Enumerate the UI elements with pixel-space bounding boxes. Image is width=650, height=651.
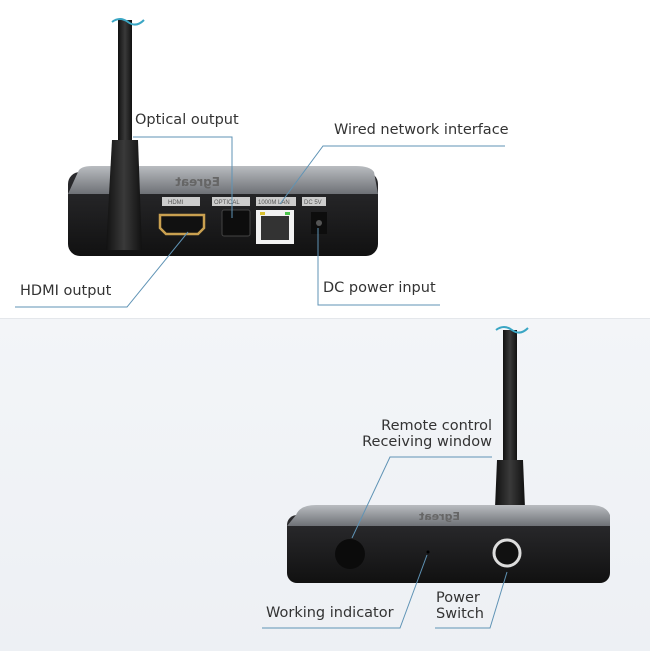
label-line: Power bbox=[436, 590, 480, 606]
remote-receiver-window bbox=[335, 539, 365, 569]
power-switch[interactable] bbox=[492, 538, 522, 568]
signal-wave-icon bbox=[111, 18, 145, 26]
port-marking-hdmi: HDMI bbox=[168, 200, 184, 206]
label-line: Receiving window bbox=[362, 434, 492, 450]
label-power-switch: Power Switch bbox=[436, 590, 484, 622]
label-hdmi-output: HDMI output bbox=[20, 283, 112, 299]
leader-lines-rear bbox=[15, 136, 505, 308]
label-wired-network-interface: Wired network interface bbox=[334, 122, 509, 138]
rear-device: Egreat HDMI OPTICAL 1000M LAN DC 5V bbox=[68, 18, 378, 256]
optical-port bbox=[221, 209, 251, 237]
rear-view-panel bbox=[0, 0, 650, 318]
label-working-indicator: Working indicator bbox=[266, 605, 394, 621]
label-line: Remote control bbox=[381, 418, 492, 434]
port-marking-lan: 1000M LAN bbox=[258, 200, 290, 206]
leader-lines-front bbox=[262, 456, 508, 629]
signal-wave-icon bbox=[495, 326, 529, 334]
front-view-panel bbox=[0, 318, 650, 651]
port-marking-dc: DC 5V bbox=[304, 200, 322, 206]
brand-logo: Egreat bbox=[175, 175, 220, 189]
port-marking-optical: OPTICAL bbox=[214, 200, 240, 206]
label-dc-power-input: DC power input bbox=[323, 280, 436, 296]
front-device: Egreat bbox=[287, 326, 610, 583]
label-remote-control-window: Remote control Receiving window bbox=[362, 418, 492, 450]
antenna bbox=[495, 326, 529, 508]
hdmi-port bbox=[158, 213, 206, 236]
antenna bbox=[106, 18, 145, 250]
label-optical-output: Optical output bbox=[135, 112, 239, 128]
label-line: Switch bbox=[436, 606, 484, 622]
working-indicator-led bbox=[426, 550, 430, 554]
brand-logo: Egreat bbox=[419, 510, 460, 523]
